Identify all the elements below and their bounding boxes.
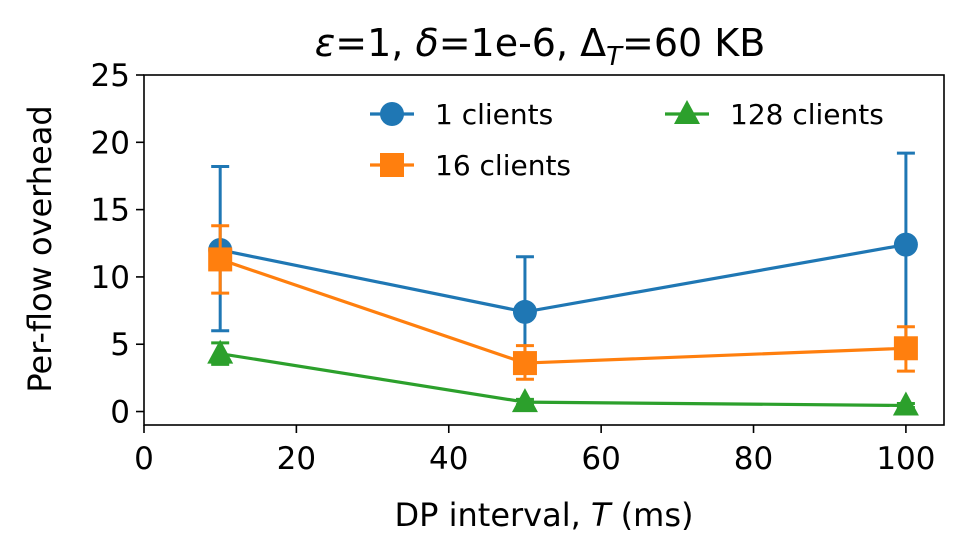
data-point	[893, 336, 918, 361]
legend-label: 16 clients	[435, 149, 571, 182]
y-axis-label: Per-flow overhead	[21, 105, 59, 392]
series-line	[219, 257, 906, 365]
data-point	[512, 351, 537, 376]
x-tick-label: 100	[876, 441, 935, 477]
x-tick-label: 60	[581, 441, 620, 477]
legend-item: 128 clients	[665, 98, 884, 131]
x-tick-label: 80	[734, 441, 773, 477]
legend-item: 1 clients	[370, 98, 553, 131]
data-point	[511, 388, 538, 413]
legend-item: 16 clients	[370, 149, 571, 182]
series-2	[208, 224, 918, 381]
y-tick-label: 10	[91, 260, 130, 296]
legend: 1 clients 16 clients 128 clients	[370, 98, 884, 182]
data-point	[207, 339, 234, 364]
legend-marker	[380, 102, 404, 126]
axis-ticks: 0 20 40 60 80 100 0 5 10 15 20 25	[91, 58, 936, 477]
y-tick-label: 5	[110, 327, 130, 363]
series-3	[207, 339, 919, 416]
data-point	[512, 299, 537, 324]
series-layer	[207, 151, 919, 416]
series-1	[208, 151, 918, 368]
data-point	[208, 247, 233, 272]
legend-marker	[380, 153, 404, 177]
legend-label: 1 clients	[435, 98, 553, 131]
plot-frame	[143, 74, 945, 426]
chart-title: ε=1, δ=1e-6, ΔT=60 KB	[315, 21, 766, 72]
x-tick-label: 40	[429, 441, 468, 477]
legend-marker	[674, 100, 700, 124]
y-tick-label: 25	[91, 58, 130, 94]
y-tick-label: 15	[91, 193, 130, 229]
data-point	[893, 232, 918, 257]
series-line	[219, 243, 907, 314]
y-tick-label: 20	[91, 125, 130, 161]
legend-label: 128 clients	[730, 98, 884, 131]
x-axis-label: DP interval, T (ms)	[395, 496, 694, 534]
x-tick-label: 0	[134, 441, 154, 477]
y-tick-label: 0	[110, 395, 130, 431]
x-tick-label: 20	[277, 441, 316, 477]
data-point	[892, 391, 919, 416]
